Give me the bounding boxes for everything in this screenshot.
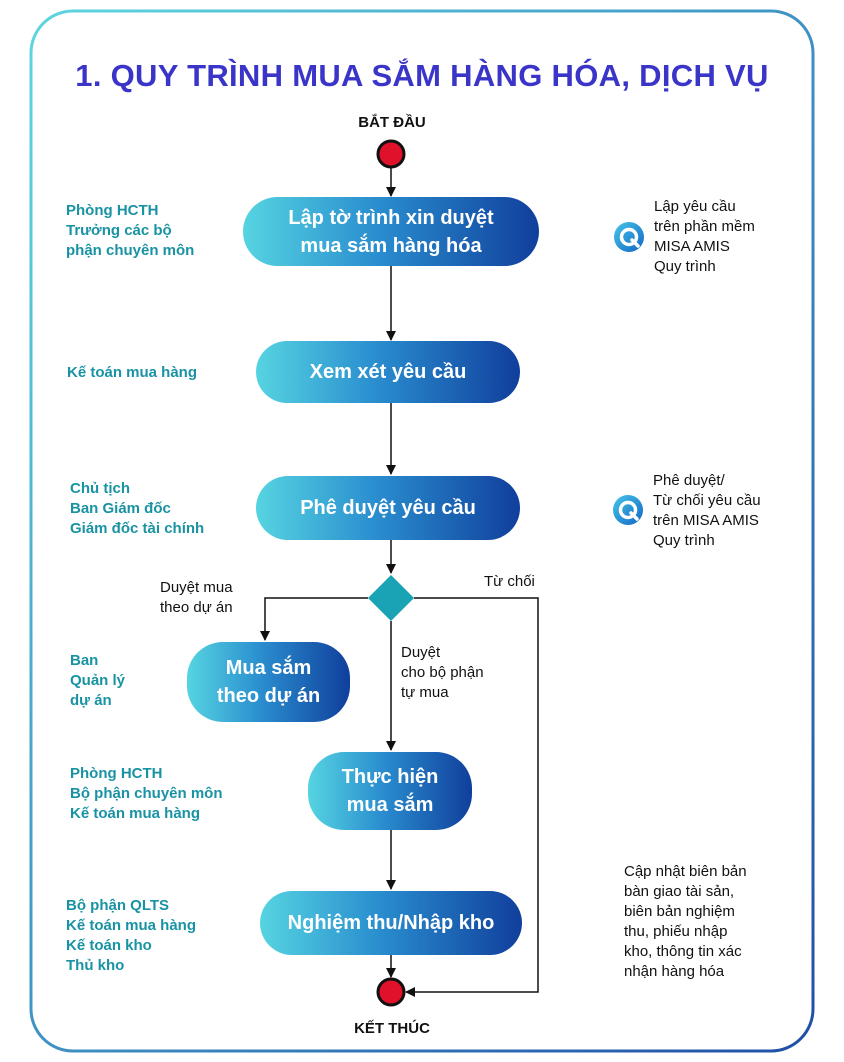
note-text: Cập nhật biên bản [624,863,747,880]
role-group-project: Ban Quản lý dự án [70,651,125,711]
branch-text: theo dự án [160,599,233,616]
branch-label-self: Duyệt cho bộ phận tự mua [401,643,484,703]
step-approve-request: Phê duyệt yêu cầu [256,476,520,540]
step-line: mua sắm [346,794,434,816]
role-text: Chủ tịch [70,480,130,497]
note-text: trên MISA AMIS [653,512,759,529]
misa-logo-icon [613,495,643,525]
misa-logo-icon [614,222,644,252]
note-text: Lập yêu cầu [654,198,736,215]
role-text: Bộ phận chuyên môn [70,785,223,802]
step-line: Phê duyệt yêu cầu [300,497,476,519]
step-execute-purchase: Thực hiện mua sắm [308,752,472,830]
note-text: Phê duyệt/ [653,472,725,489]
role-text: Ban [70,652,99,669]
connector-decision-project [260,597,368,641]
role-text: Giám đốc tài chính [70,520,205,537]
frame-border [29,9,815,1053]
connector-decision-reject [405,597,539,997]
note-text: Quy trình [653,532,715,549]
note-create-request: Lập yêu cầu trên phần mềm MISA AMIS Quy … [654,197,755,277]
note-text: Từ chối yêu cầu [653,492,761,509]
step-create-request: Lập tờ trình xin duyệt mua sắm hàng hóa [243,197,539,266]
branch-label-project: Duyệt mua theo dự án [160,578,233,618]
role-text: Kế toán kho [66,937,152,954]
role-text: Ban Giám đốc [70,500,171,517]
role-text: Kế toán mua hàng [70,805,201,822]
note-text: MISA AMIS [654,238,730,255]
role-group-acceptance: Bộ phận QLTS Kế toán mua hàng Kế toán kh… [66,896,196,976]
step-project-purchase: Mua sắm theo dự án [187,642,350,722]
role-group-approve: Chủ tịch Ban Giám đốc Giám đốc tài chính [70,479,204,539]
role-group-execute: Phòng HCTH Bộ phận chuyên môn Kế toán mu… [70,764,223,824]
end-node [376,977,406,1007]
start-label: BẮT ĐẦU [358,114,426,131]
end-label: KẾT THÚC [354,1020,430,1037]
role-text: Phòng HCTH [66,202,159,219]
step-line: mua sắm hàng hóa [300,234,482,257]
branch-text: tự mua [401,684,449,701]
step-line: Mua sắm [225,657,312,679]
branch-text: cho bộ phận [401,664,484,681]
role-text: Kế toán mua hàng [66,917,197,934]
note-text: thu, phiếu nhập [624,923,728,940]
note-text: bàn giao tài sản, [624,883,735,900]
branch-text: Từ chối [484,573,535,590]
note-approve-request: Phê duyệt/ Từ chối yêu cầu trên MISA AMI… [653,471,761,551]
role-group-review: Kế toán mua hàng [67,363,197,383]
role-text: Quản lý [70,672,126,689]
decision-diamond [368,575,414,621]
branch-text: Duyệt mua [160,579,233,596]
step-line: Lập tờ trình xin duyệt [288,206,494,229]
role-text: Thủ kho [66,957,125,974]
step-acceptance-warehousing: Nghiệm thu/Nhập kho [260,891,522,955]
role-text: Bộ phận QLTS [66,897,170,914]
step-line: Xem xét yêu cầu [309,361,467,383]
note-text: Quy trình [654,258,716,275]
branch-text: Duyệt [401,644,441,661]
role-text: Phòng HCTH [70,765,163,782]
note-text: trên phần mềm [654,218,755,235]
start-node [376,139,406,169]
note-acceptance: Cập nhật biên bản bàn giao tài sản, biên… [624,862,747,982]
role-text: Kế toán mua hàng [67,364,198,381]
note-text: kho, thông tin xác [624,943,742,960]
role-text: dự án [70,692,112,709]
step-review-request: Xem xét yêu cầu [256,341,520,403]
note-text: biên bản nghiệm [624,903,735,920]
note-text: nhận hàng hóa [624,963,725,980]
step-line: Nghiệm thu/Nhập kho [287,912,495,934]
role-group-create: Phòng HCTH Trưởng các bộ phận chuyên môn [66,201,194,261]
step-line: theo dự án [216,685,321,707]
page-title: 1. QUY TRÌNH MUA SẮM HÀNG HÓA, DỊCH VỤ [75,58,769,93]
branch-label-reject: Từ chối [484,572,535,592]
step-line: Thực hiện [341,766,439,788]
role-text: Trưởng các bộ [66,222,172,239]
role-text: phận chuyên môn [66,242,195,259]
